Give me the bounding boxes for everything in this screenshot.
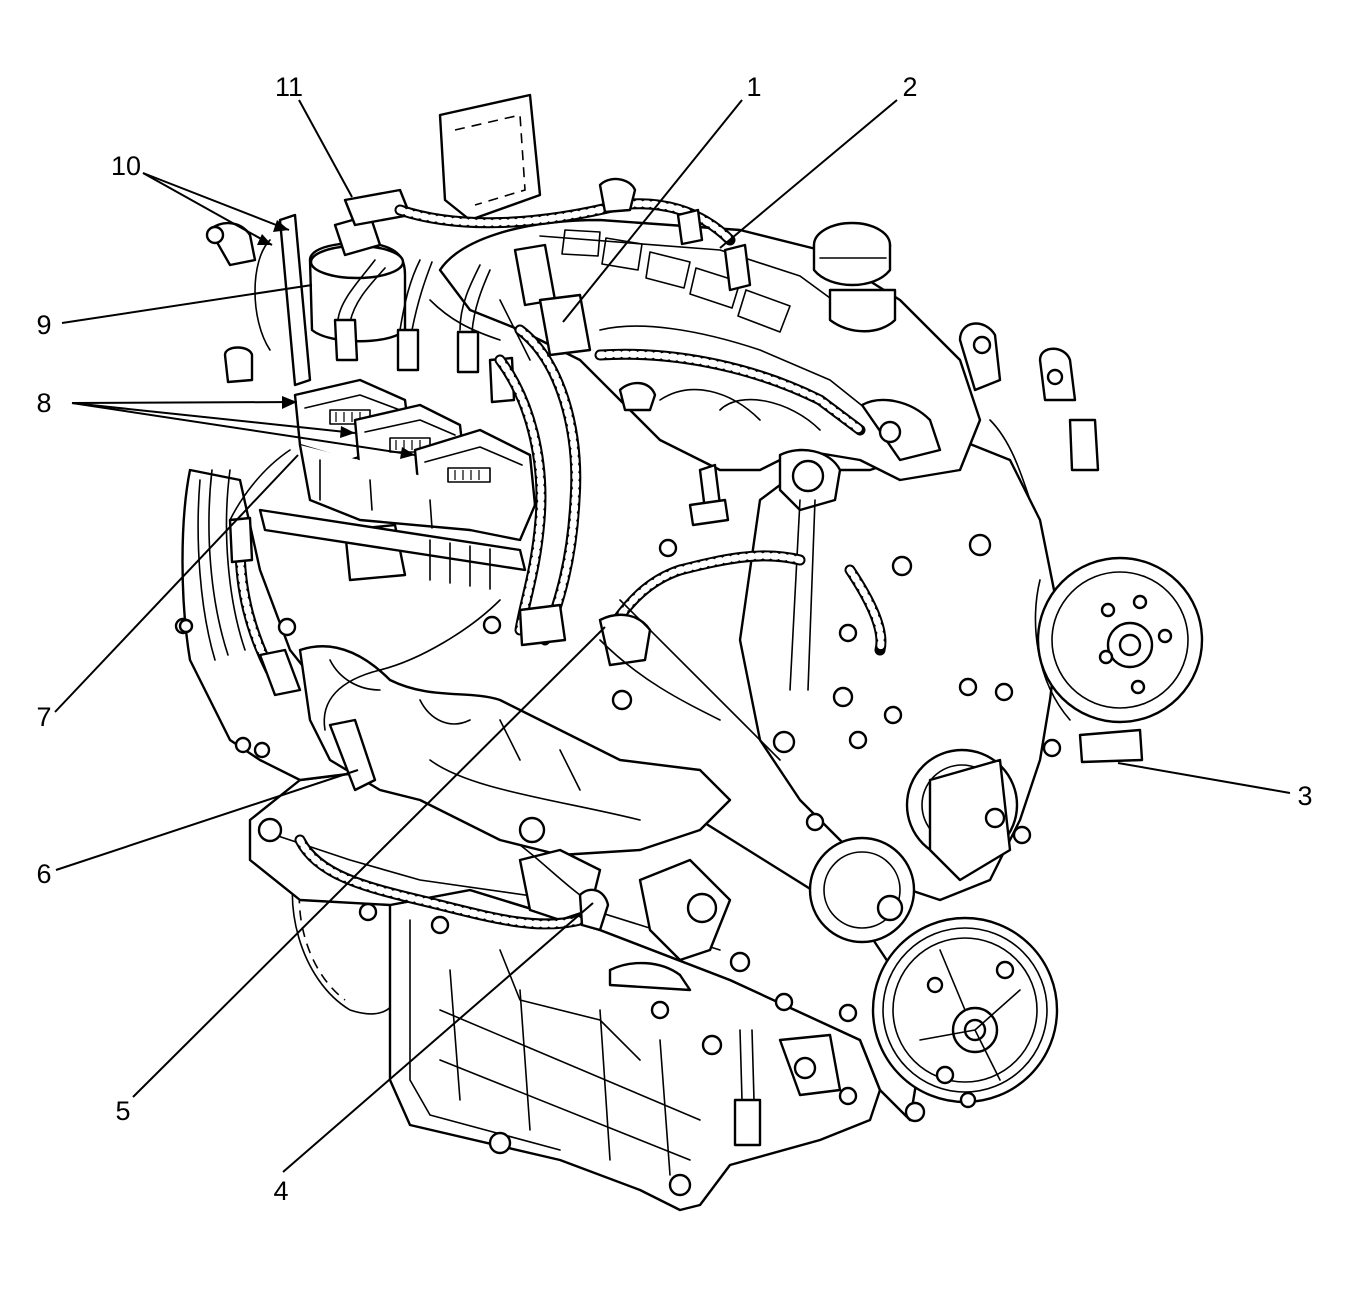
callout-3: 3 (1297, 781, 1312, 811)
leader-8a (71, 401, 298, 404)
fuel-rail (258, 508, 527, 572)
plenum-emboss (561, 229, 791, 333)
drain-plug (488, 1131, 512, 1155)
callout-6: 6 (36, 859, 51, 889)
leader-8b (71, 402, 356, 434)
leader-3 (1117, 762, 1291, 794)
callout-11: 11 (275, 72, 303, 102)
oil-fill-cap (812, 221, 897, 333)
callout-8: 8 (36, 388, 51, 418)
leader-9 (61, 284, 313, 324)
leader-7 (54, 454, 299, 713)
crank-position-sensor (578, 888, 610, 932)
tensioner-pulley (808, 836, 916, 944)
engine-illustration (174, 93, 1204, 1212)
idler-pulley (905, 748, 1032, 882)
leader-1 (562, 99, 743, 323)
leader-6 (55, 769, 359, 871)
leader-2 (719, 99, 898, 249)
crankshaft-balancer (871, 916, 1059, 1109)
callout-5: 5 (115, 1096, 130, 1126)
leader-4 (282, 902, 594, 1173)
leader-11 (298, 99, 353, 198)
arrowhead-8b (340, 426, 355, 438)
callout-1: 1 (746, 72, 761, 102)
arrowhead-10b (257, 234, 272, 245)
leader-5 (132, 626, 606, 1098)
heat-shield (438, 93, 542, 222)
ac-compressor-pulley (1034, 556, 1204, 724)
leader-lines (54, 99, 1291, 1173)
egr-tube (278, 213, 312, 387)
egr-valve (308, 188, 412, 343)
callout-10: 10 (111, 151, 141, 181)
leader-10b (142, 172, 273, 246)
callout-labels: 1 2 3 4 5 6 7 8 9 10 11 (36, 72, 1312, 1206)
oxygen-sensor (323, 599, 501, 792)
callout-2: 2 (902, 72, 917, 102)
callout-9: 9 (36, 310, 51, 340)
leader-10a (142, 172, 290, 231)
callout-7: 7 (36, 702, 51, 732)
callout-4: 4 (273, 1176, 288, 1206)
arrowhead-10a (273, 220, 289, 232)
leader-8c (71, 402, 416, 456)
arrowhead-8c (400, 447, 415, 459)
front-cover (738, 438, 1062, 902)
oil-level-sensor (733, 1098, 762, 1147)
arrowhead-8a (282, 396, 297, 409)
